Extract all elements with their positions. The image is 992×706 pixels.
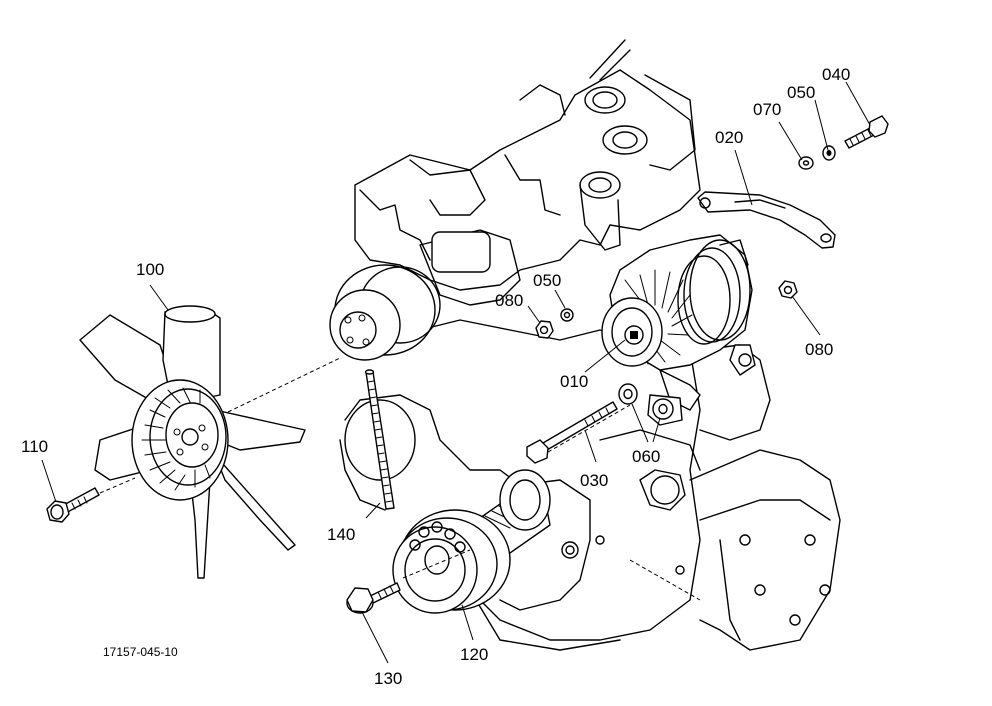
- callout-100: 100: [136, 260, 164, 279]
- washer-050-left: [560, 308, 574, 322]
- callout-120: 120: [460, 645, 488, 664]
- bolt-110: [46, 487, 100, 523]
- callout-labels: 040 050 070 020 050 080 080 010 060 030 …: [21, 65, 850, 688]
- bolt-040: [844, 115, 889, 149]
- callout-110: 110: [21, 437, 48, 456]
- callout-080-right: 080: [805, 340, 833, 359]
- crankshaft-pulley: [392, 469, 551, 614]
- water-pump-pulley: [329, 264, 441, 361]
- cooling-fan: [79, 305, 306, 579]
- washer-060-lower: [652, 398, 674, 420]
- callout-010: 010: [560, 372, 588, 391]
- nut-080-right: [778, 280, 798, 299]
- alternator: [601, 234, 756, 426]
- callout-140: 140: [327, 525, 355, 544]
- nut-080-left: [535, 320, 554, 339]
- washer-050-upper: [822, 145, 836, 161]
- drawing-number: 17157-045-10: [103, 645, 178, 659]
- bolt-130: [346, 582, 401, 614]
- callout-060: 060: [632, 447, 660, 466]
- stud-140: [364, 369, 395, 510]
- bolt-030: [526, 401, 618, 464]
- washer-070: [798, 156, 814, 170]
- engine-block: [339, 39, 841, 651]
- callout-030: 030: [580, 471, 608, 490]
- washer-060-upper: [618, 383, 638, 405]
- callout-130: 130: [374, 669, 402, 688]
- callout-080-left: 080: [495, 291, 523, 310]
- callout-020: 020: [715, 128, 743, 147]
- callout-050-left: 050: [533, 271, 561, 290]
- callout-050-upper: 050: [787, 83, 815, 102]
- adjusting-arm: [697, 191, 836, 249]
- callout-070: 070: [753, 100, 781, 119]
- leader-lines: [41, 81, 871, 664]
- callout-040: 040: [822, 65, 850, 84]
